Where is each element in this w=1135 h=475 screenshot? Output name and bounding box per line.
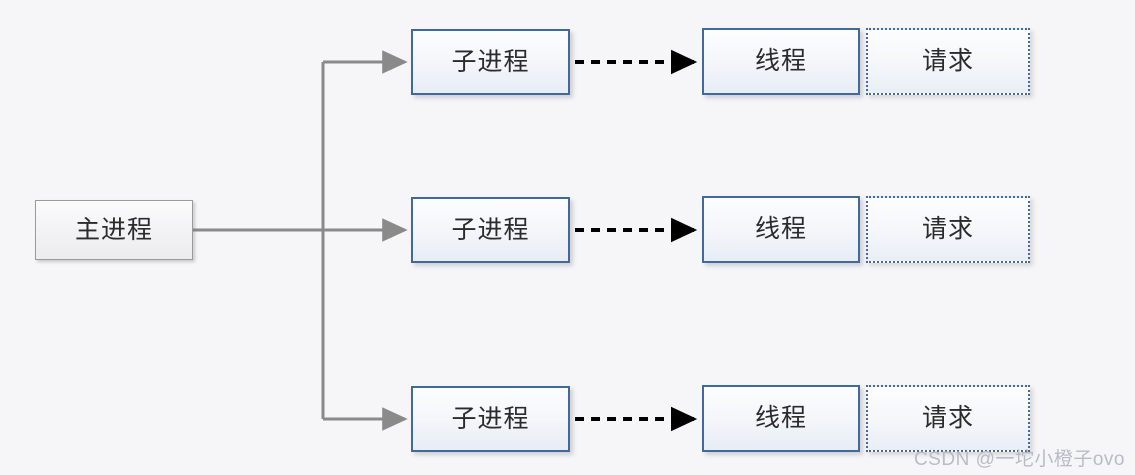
node-thread-3[interactable]: 线程 (702, 385, 860, 452)
node-thread-2-label: 线程 (754, 216, 807, 243)
node-child-process-1[interactable]: 子进程 (411, 29, 570, 95)
node-child-process-3-label: 子进程 (451, 405, 530, 433)
node-child-process-2[interactable]: 子进程 (411, 197, 570, 263)
node-thread-2[interactable]: 线程 (702, 196, 860, 263)
fork-connector-group (193, 50, 408, 431)
node-thread-1-label: 线程 (754, 48, 807, 75)
node-child-process-2-label: 子进程 (451, 216, 530, 244)
node-main-process-label: 主进程 (74, 216, 153, 244)
node-child-process-3[interactable]: 子进程 (411, 386, 570, 452)
node-request-2[interactable]: 请求 (866, 196, 1030, 263)
dispatch-connector-group (575, 49, 698, 432)
node-request-1[interactable]: 请求 (866, 28, 1030, 95)
watermark-text: CSDN @一坨小橙子ovo (913, 449, 1125, 470)
node-request-3[interactable]: 请求 (866, 385, 1030, 452)
node-request-3-label: 请求 (921, 405, 974, 432)
node-thread-3-label: 线程 (754, 405, 807, 432)
node-request-1-label: 请求 (921, 48, 974, 75)
node-child-process-1-label: 子进程 (451, 48, 530, 76)
node-main-process[interactable]: 主进程 (35, 200, 193, 260)
node-thread-1[interactable]: 线程 (702, 28, 860, 95)
node-request-2-label: 请求 (921, 216, 974, 243)
